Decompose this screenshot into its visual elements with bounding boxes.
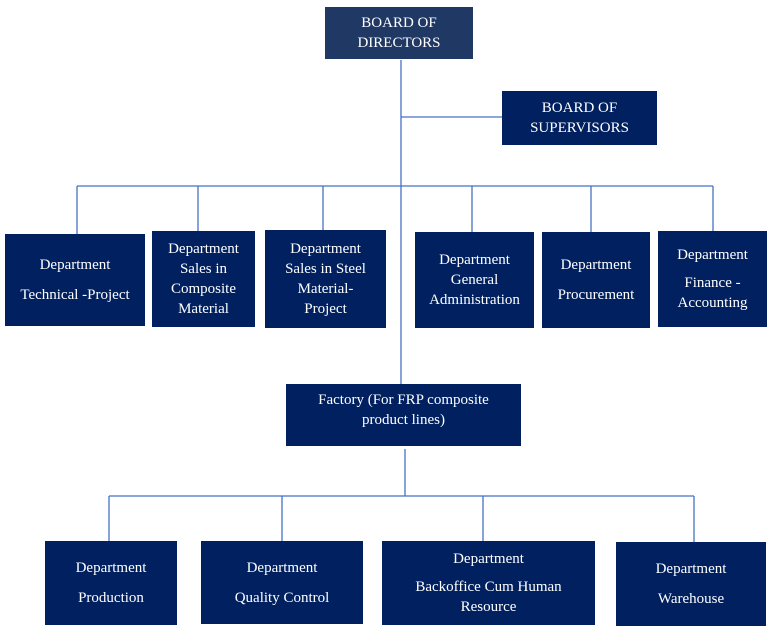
board-of-directors-box: BOARD OF DIRECTORS (325, 7, 473, 59)
node-label: DIRECTORS (357, 35, 441, 51)
node-label: product lines) (362, 412, 445, 428)
node-label: Department (560, 257, 632, 273)
dept-finance-accounting-box: Department Finance - Accounting (658, 231, 767, 327)
node-label: Technical -Project (20, 287, 130, 303)
dept-warehouse-box: Department Warehouse (616, 542, 766, 626)
dept-production-box: Department Production (45, 541, 177, 625)
node-label: BOARD OF (361, 15, 437, 31)
dept-sales-steel-box: Department Sales in Steel Material- Proj… (265, 230, 386, 328)
dept-general-administration-box: Department General Administration (415, 232, 534, 328)
node-label: Department (439, 252, 510, 268)
node-label: Department (75, 560, 147, 576)
node-label: Department (655, 561, 727, 577)
node-label: Department (246, 559, 318, 576)
node-label: Department (39, 257, 111, 273)
board-of-supervisors-box: BOARD OF SUPERVISORS (502, 91, 657, 145)
dept-sales-composite-box: Department Sales in Composite Material (152, 231, 255, 327)
node-label: Department (290, 241, 361, 257)
node-label: Procurement (557, 287, 635, 303)
node-label: Administration (429, 292, 520, 308)
node-label: Finance - (684, 275, 741, 291)
node-label: Warehouse (657, 591, 725, 607)
node-label: Department (677, 247, 748, 263)
node-label: Sales in Steel (285, 261, 366, 277)
node-label: Department (168, 241, 239, 257)
node-label: General (450, 272, 499, 288)
node-label: Backoffice Cum Human (415, 579, 562, 595)
node-label: Resource (460, 599, 517, 615)
node-label: Material (178, 301, 229, 317)
node-label: Department (453, 551, 524, 567)
dept-backoffice-hr-box: Department Backoffice Cum Human Resource (382, 541, 595, 625)
node-label: Quality Control (234, 589, 330, 606)
node-label: Factory (For FRP composite (318, 392, 489, 408)
node-label: Material- (297, 281, 354, 297)
dept-technical-project-box: Department Technical -Project (5, 234, 145, 326)
node-label: Accounting (677, 295, 748, 311)
node-label: Project (304, 301, 347, 317)
node-label: Sales in (179, 261, 228, 277)
dept-quality-control-box: Department Quality Control (201, 541, 363, 624)
node-label: Production (78, 590, 144, 606)
node-label: Composite (170, 281, 236, 297)
dept-procurement-box: Department Procurement (542, 232, 650, 328)
node-label: SUPERVISORS (530, 120, 629, 136)
node-label: BOARD OF (541, 100, 618, 116)
factory-box: Factory (For FRP composite product lines… (286, 384, 521, 446)
